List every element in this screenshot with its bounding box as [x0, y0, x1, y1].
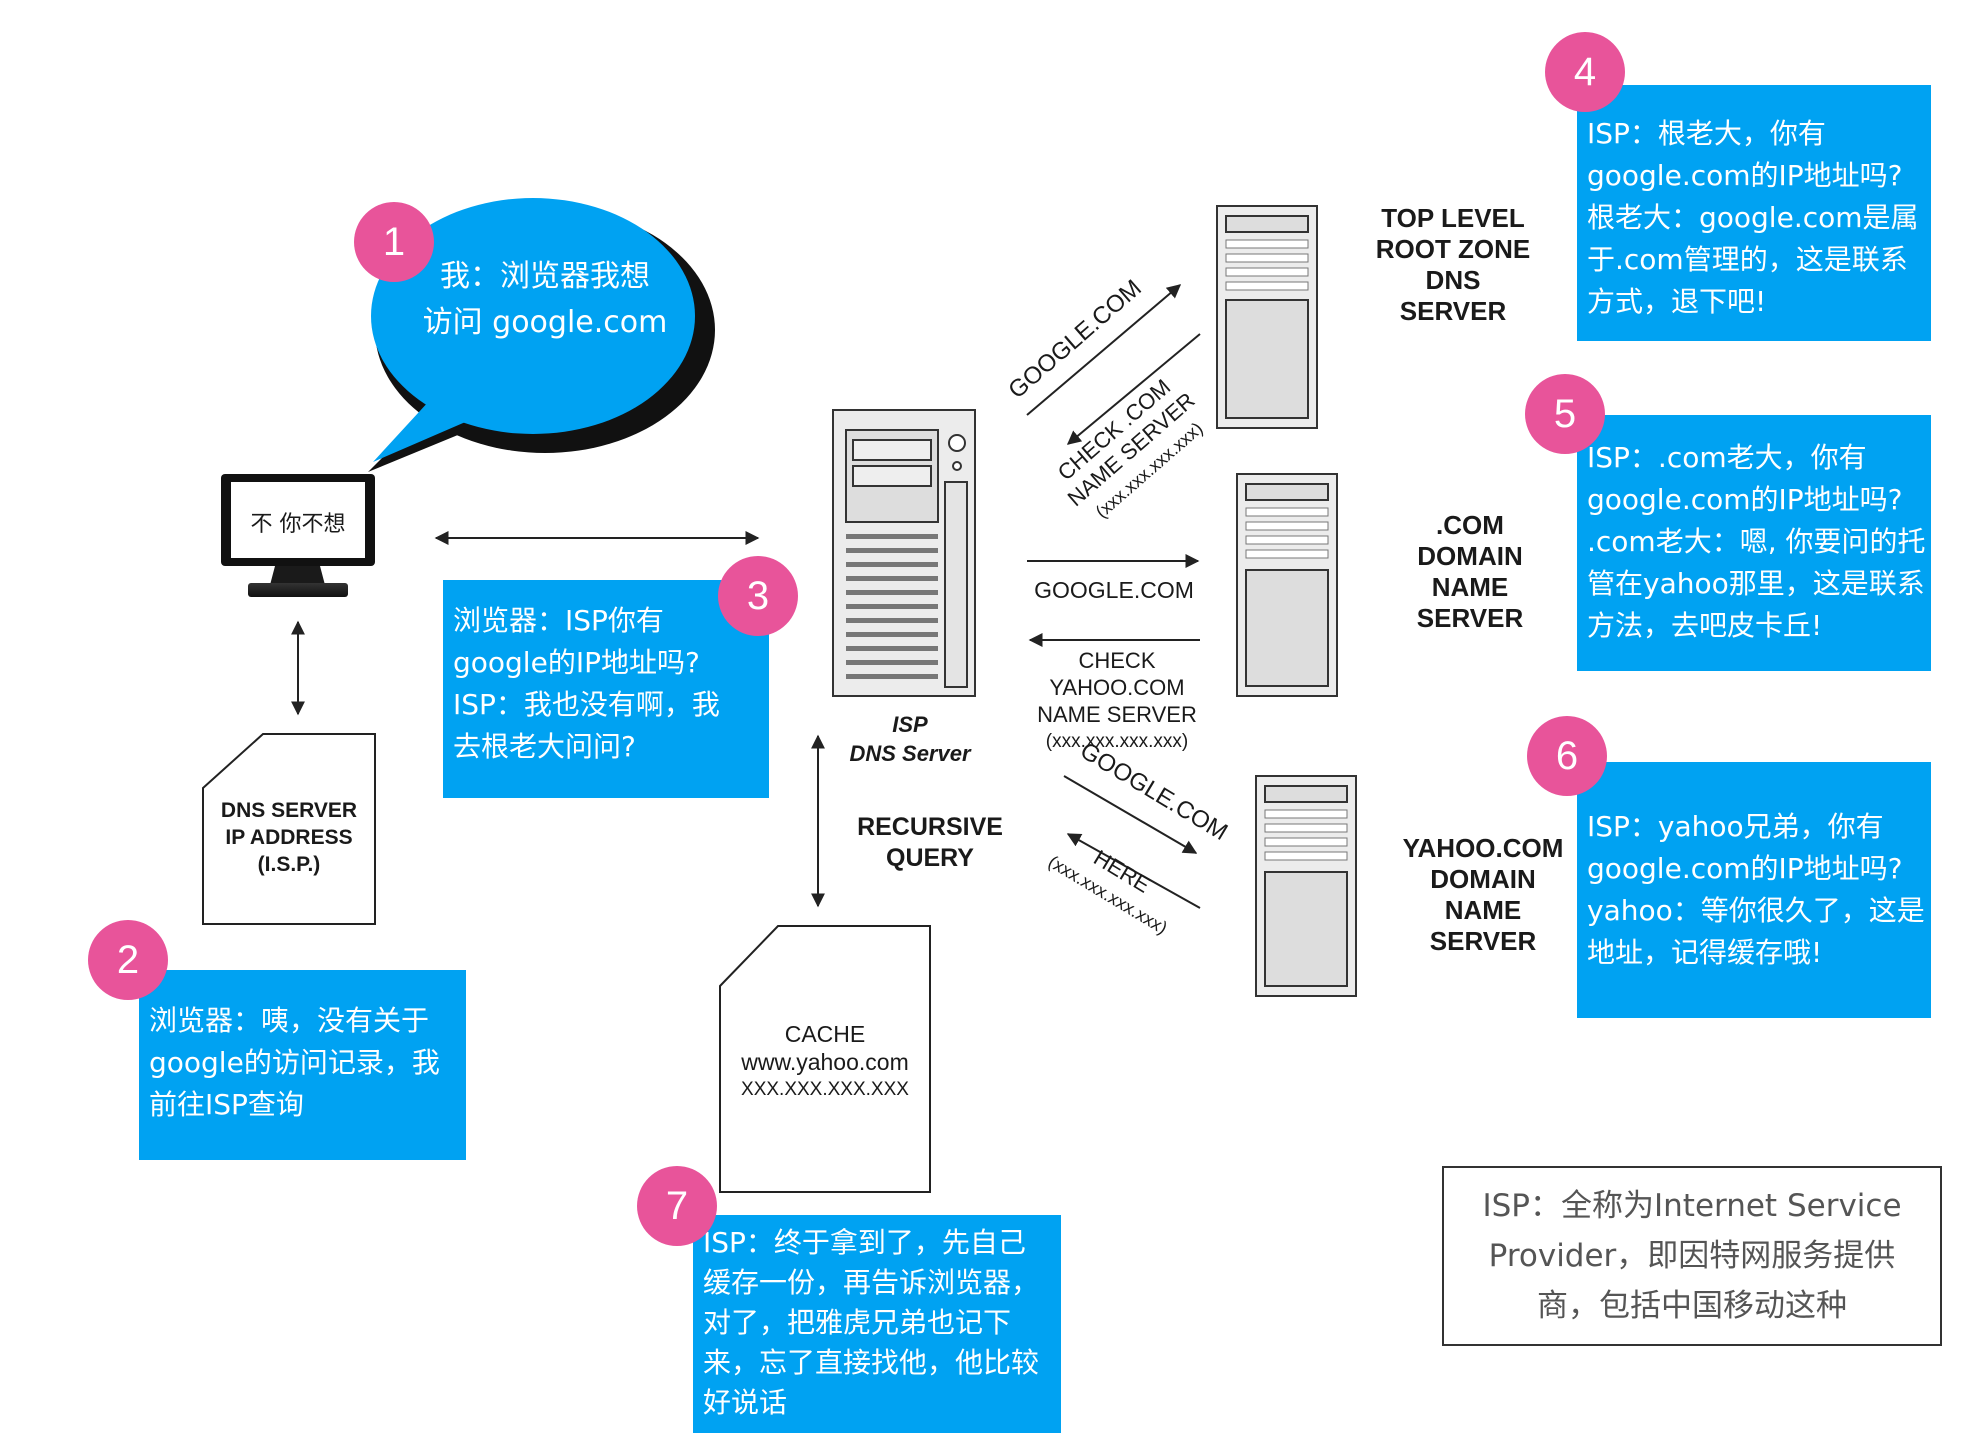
- note-step-3: 浏览器：ISP你有 google的IP地址吗? ISP：我也没有啊，我 去根老大…: [443, 580, 769, 798]
- step-badge-2: 2: [88, 920, 168, 1000]
- recursive-query-line: RECURSIVE: [857, 813, 1003, 841]
- speech-bubble: [368, 198, 715, 472]
- note-line: 方式，退下吧!: [1587, 285, 1767, 318]
- note-line: 浏览器：ISP你有: [453, 604, 664, 637]
- note-line: ISP：根老大，你有: [1587, 117, 1826, 150]
- root-server-line: ROOT ZONE: [1375, 234, 1531, 264]
- root-server-icon: [1216, 205, 1318, 429]
- note-line: google.com的IP地址吗?: [1587, 483, 1903, 516]
- note-line: 前往ISP查询: [149, 1088, 304, 1121]
- note-line: yahoo：等你很久了，这是: [1587, 894, 1925, 927]
- com-server-label: .COM DOMAIN NAME SERVER: [1385, 510, 1555, 634]
- yahoo-server-line: YAHOO.COM: [1402, 833, 1564, 863]
- note-line: 于.com管理的，这是联系: [1587, 243, 1908, 276]
- label-to-com: GOOGLE.COM: [1034, 577, 1194, 603]
- bubble-line: 访问 google.com: [422, 305, 668, 340]
- note-line: 方法，去吧皮卡丘!: [1587, 609, 1823, 642]
- isp-server-label-line: ISP: [892, 712, 928, 737]
- speech-bubble-text: 我：浏览器我想 访问 google.com: [395, 254, 695, 346]
- com-server-line: DOMAIN: [1417, 541, 1523, 571]
- dns-file-line: (I.S.P.): [257, 853, 321, 876]
- isp-server-icon: [832, 409, 976, 697]
- com-server-line: .COM: [1436, 510, 1504, 540]
- note-line: 缓存一份，再告诉浏览器，: [703, 1266, 1040, 1299]
- note-line: 浏览器：咦，没有关于: [149, 1004, 430, 1037]
- step-badge-5: 5: [1525, 374, 1605, 454]
- arrow-from-yahoo: [1066, 833, 1201, 909]
- note-line: google.com的IP地址吗?: [1587, 852, 1903, 885]
- note-line: 管在yahoo那里，这是联系: [1587, 567, 1925, 600]
- note-line: 地址，记得缓存哦!: [1587, 936, 1823, 969]
- bubble-line: 我：浏览器我想: [440, 259, 650, 294]
- step-badge-7: 7: [637, 1166, 717, 1246]
- isp-server-label: ISP DNS Server: [830, 710, 990, 768]
- step-badge-1: 1: [354, 202, 434, 282]
- root-server-line: SERVER: [1399, 296, 1507, 326]
- monitor-screen-text: 不 你不想: [250, 512, 346, 537]
- note-line: ISP：我也没有啊，我: [453, 688, 720, 721]
- note-line: google.com的IP地址吗?: [1587, 159, 1903, 192]
- cache-file-line: CACHE: [784, 1021, 866, 1047]
- yahoo-server-line: NAME: [1444, 895, 1522, 925]
- note-line: 去根老大问问?: [453, 730, 636, 763]
- note-line: 来，忘了直接找他，他比较: [703, 1346, 1040, 1379]
- com-server-icon: [1236, 473, 1338, 697]
- label-from-com-line: CHECK: [1078, 648, 1156, 673]
- root-server-line: DNS: [1425, 265, 1481, 295]
- dns-file-line: DNS SERVER: [220, 799, 358, 822]
- label-to-root: GOOGLE.COM: [1003, 274, 1147, 404]
- recursive-query-label: RECURSIVE QUERY: [835, 812, 1025, 874]
- yahoo-server-label: YAHOO.COM DOMAIN NAME SERVER: [1393, 833, 1573, 957]
- note-line: 好说话: [703, 1386, 788, 1419]
- computer-monitor-icon: [221, 474, 375, 597]
- label-from-com: CHECK YAHOO.COM NAME SERVER (xxx.xxx.xxx…: [1027, 647, 1207, 755]
- note-line: .com老大：嗯, 你要问的托: [1587, 525, 1926, 558]
- label-from-com-line: YAHOO.COM: [1049, 675, 1185, 700]
- note-line: ISP：终于拿到了，先自己: [703, 1226, 1026, 1259]
- dns-server-file-icon: [202, 733, 376, 925]
- note-line: 对了，把雅虎兄弟也记下: [703, 1306, 1012, 1339]
- note-line: google的访问记录，我: [149, 1046, 440, 1079]
- cache-file-line: XXX.XXX.XXX.XXX: [741, 1079, 909, 1100]
- arrow-to-root: [1026, 284, 1182, 416]
- root-server-label: TOP LEVEL ROOT ZONE DNS SERVER: [1358, 203, 1548, 327]
- dns-file-label: DNS SERVER IP ADDRESS (I.S.P.): [203, 797, 375, 878]
- dns-file-line: IP ADDRESS: [225, 826, 353, 849]
- step-badge-4: 4: [1545, 32, 1625, 112]
- isp-server-label-line: DNS Server: [849, 741, 971, 766]
- note-line: google的IP地址吗?: [453, 646, 700, 679]
- note-step-2: 浏览器：咦，没有关于 google的访问记录，我 前往ISP查询: [139, 970, 466, 1160]
- note-line: 根老大：google.com是属: [1587, 201, 1919, 234]
- arrow-from-root: [1066, 333, 1201, 445]
- yahoo-server-line: DOMAIN: [1430, 864, 1536, 894]
- label-from-com-line: NAME SERVER: [1037, 702, 1197, 727]
- step-badge-3: 3: [718, 556, 798, 636]
- note-step-4: ISP：根老大，你有 google.com的IP地址吗? 根老大：google.…: [1577, 85, 1931, 341]
- recursive-query-line: QUERY: [886, 844, 974, 872]
- note-step-7: ISP：终于拿到了，先自己 缓存一份，再告诉浏览器， 对了，把雅虎兄弟也记下 来…: [693, 1215, 1061, 1433]
- cache-file-icon: [719, 925, 931, 1193]
- com-server-line: SERVER: [1416, 603, 1524, 633]
- step-badge-6: 6: [1527, 716, 1607, 796]
- note-step-6: ISP：yahoo兄弟，你有 google.com的IP地址吗? yahoo：等…: [1577, 762, 1931, 1018]
- isp-definition-line: 商，包括中国移动这种: [1537, 1288, 1847, 1324]
- root-server-line: TOP LEVEL: [1381, 203, 1525, 233]
- isp-definition-line: Provider，即因特网服务提供: [1488, 1238, 1896, 1274]
- isp-definition-box: ISP：全称为Internet Service Provider，即因特网服务提…: [1442, 1166, 1942, 1346]
- note-step-5: ISP：.com老大，你有 google.com的IP地址吗? .com老大：嗯…: [1577, 415, 1931, 671]
- note-line: ISP：.com老大，你有: [1587, 441, 1867, 474]
- note-line: ISP：yahoo兄弟，你有: [1587, 810, 1884, 843]
- label-from-com-line: (xxx.xxx.xxx.xxx): [1045, 731, 1189, 752]
- yahoo-server-line: SERVER: [1429, 926, 1537, 956]
- isp-definition-line: ISP：全称为Internet Service: [1482, 1188, 1902, 1224]
- cache-file-line: www.yahoo.com: [741, 1049, 909, 1075]
- com-server-line: NAME: [1431, 572, 1509, 602]
- yahoo-server-icon: [1255, 775, 1357, 997]
- cache-file-label: CACHE www.yahoo.com XXX.XXX.XXX.XXX: [720, 1020, 930, 1104]
- arrow-to-yahoo: [1063, 775, 1198, 854]
